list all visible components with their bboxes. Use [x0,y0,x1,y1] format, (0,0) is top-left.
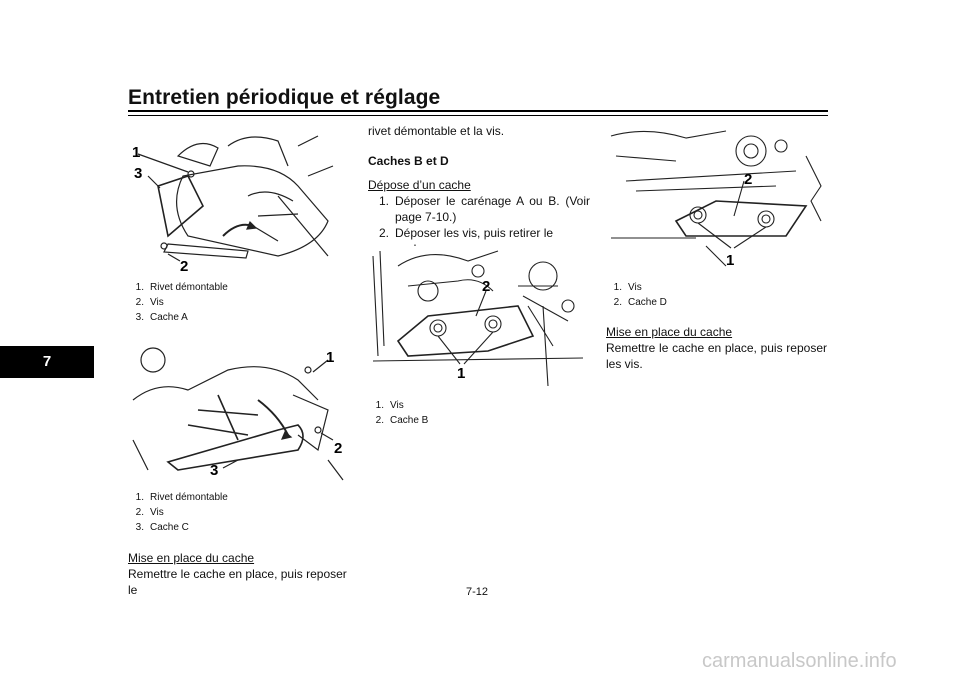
caption-item: Vis [390,400,404,411]
callout-2: 2 [180,258,188,274]
figure-cache-c: 1 2 3 [128,340,348,482]
paragraph: Remettre le cache en place, puis reposer… [128,567,347,597]
caption-list-a: 1.Rivet démontable 2.Vis 3.Cache A [135,282,228,323]
caption-item: Cache A [150,312,188,323]
caption-list-c: 1.Rivet démontable 2.Vis 3.Cache C [135,492,228,533]
callout-3: 3 [134,165,142,182]
chapter-tab: 7 [0,346,94,378]
callout-1: 1 [726,252,734,269]
page-title: Entretien périodique et réglage [128,86,441,109]
watermark: carmanualsonline.info [702,650,897,672]
paragraph: Remettre le cache en place, puis reposer… [606,341,827,371]
column-3-text: Mise en place du cache Remettre le cache… [606,324,827,372]
callout-1: 1 [326,349,334,366]
step-1: 1. Déposer le carénage A ou B. (Voir pag… [379,194,590,224]
caption-list-b: 1.Vis 2.Cache B [375,400,429,426]
subsection-heading: Mise en place du cache [128,551,255,565]
callout-1: 1 [132,144,140,161]
title-rule [128,110,828,112]
caption-item: Vis [150,507,164,518]
callout-1: 1 [457,365,465,382]
subsection-heading: Dépose d’un cache [368,178,471,192]
caption-item: Cache C [150,522,189,533]
page-number: 7-12 [466,586,489,598]
callout-2: 2 [744,171,752,188]
caption-item: Vis [628,282,642,293]
subsection-heading: Mise en place du cache [606,325,733,339]
paragraph-continued: rivet démontable et la vis. [368,124,505,138]
callout-3: 3 [210,462,218,479]
caption-item: Cache B [390,415,429,426]
title-rule-thin [128,115,828,116]
caption-item: Rivet démontable [150,282,228,293]
caption-item: Cache D [628,297,667,308]
caption-list-d: 1.Vis 2.Cache D [613,282,667,308]
figure-cache-a: 1 3 2 [128,126,348,274]
column-2-text: rivet démontable et la vis. Caches B et … [368,123,590,257]
figure-cache-d: 2 1 [606,126,828,270]
caption-item: Vis [150,297,164,308]
column-1-text: Mise en place du cache Remettre le cache… [128,550,353,598]
figure-cache-b: 2 1 [368,246,590,386]
callout-2: 2 [482,278,490,295]
section-title: Caches B et D [368,154,449,168]
callout-2: 2 [334,440,342,457]
caption-item: Rivet démontable [150,492,228,503]
